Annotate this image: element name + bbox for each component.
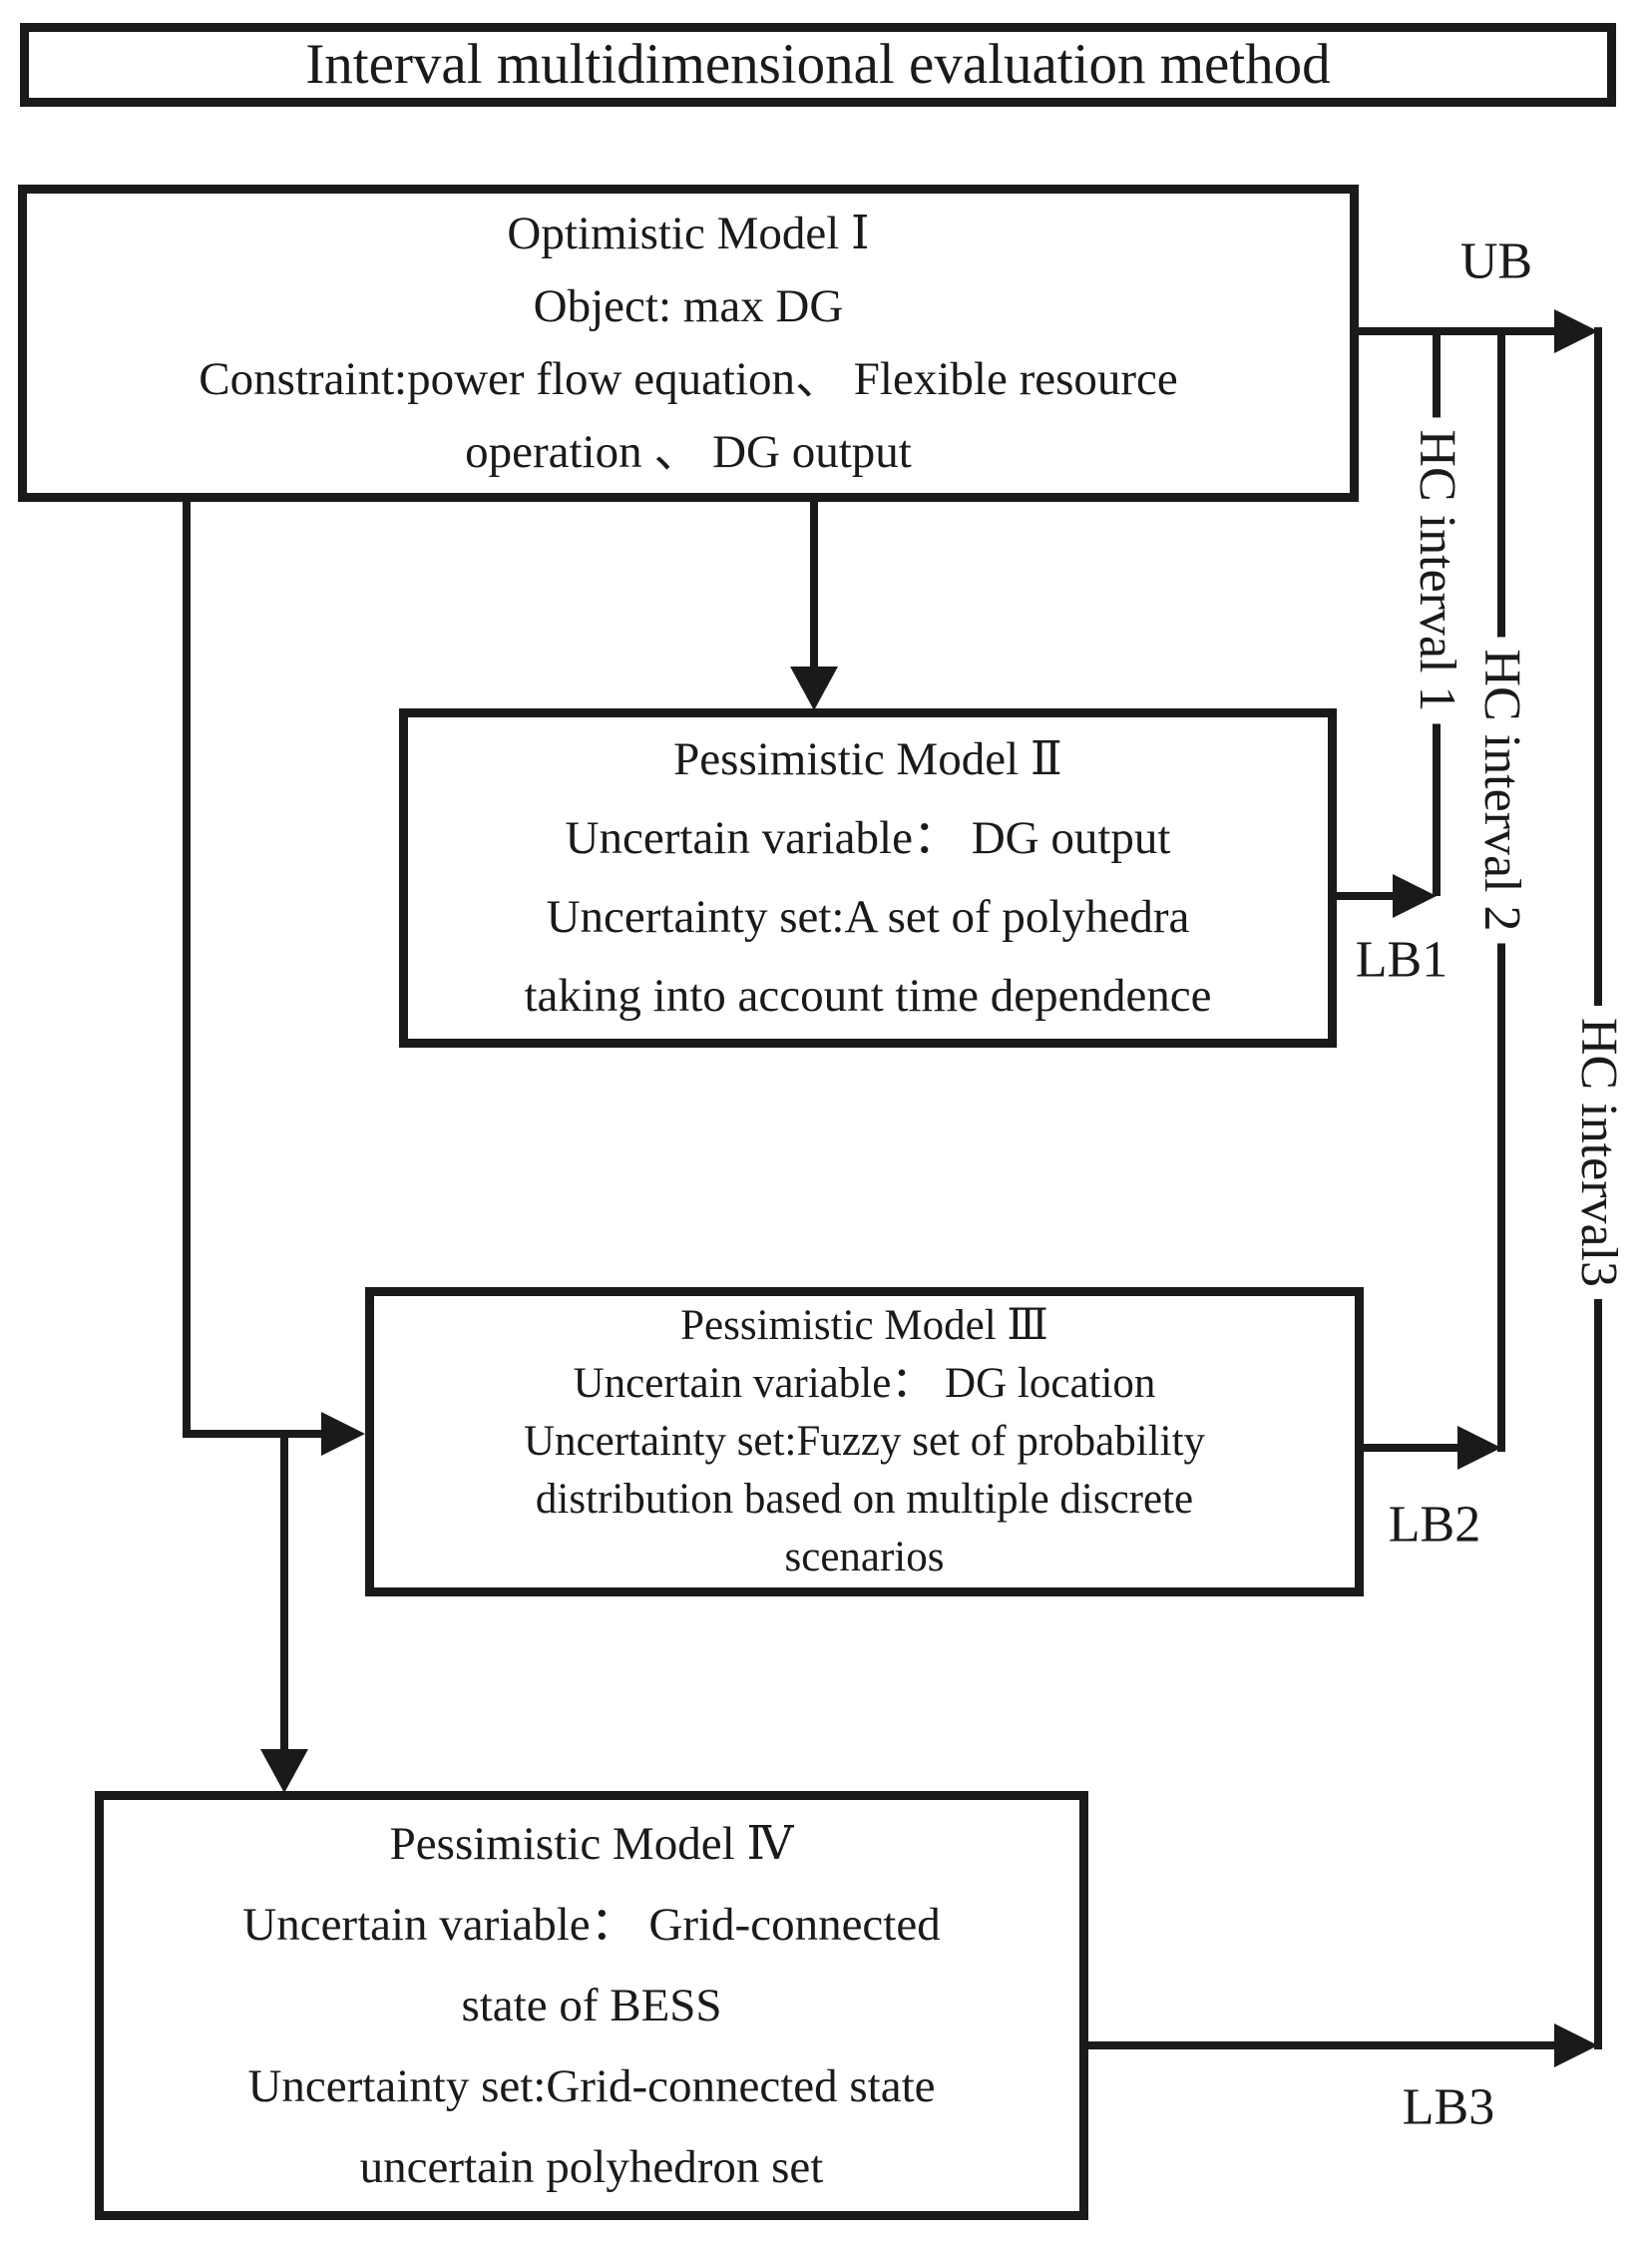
ub-arrow-line [1359,327,1556,335]
box1-line-1: Optimistic Model Ⅰ [507,208,870,259]
lb1-arrow-line [1337,892,1393,900]
box4-line-2: Uncertain variable： Grid-connected [242,1898,941,1951]
lb3-label: LB3 [1402,2078,1495,2136]
ub-label: UB [1459,232,1533,290]
lb1-label: LB1 [1355,931,1448,989]
box3-line-3: Uncertainty set:Fuzzy set of probability [523,1418,1206,1465]
lb2-label: LB2 [1388,1496,1481,1554]
hc-interval-3-label: HC interval3 [1570,1005,1627,1300]
arrow-right-icon [1554,2023,1598,2067]
box2-line-2: Uncertain variable： DG output [565,812,1171,864]
connector-left-drop-line [183,502,191,1438]
box1-line-3: Constraint:power flow equation、 Flexible… [199,353,1178,405]
title-box: Interval multidimensional evaluation met… [20,23,1616,107]
pessimistic-model-2-box: Pessimistic Model Ⅱ Uncertain variable： … [399,708,1337,1048]
box3-line-4: distribution based on multiple discrete [535,1476,1194,1523]
optimistic-model-1-box: Optimistic Model Ⅰ Object: max DG Constr… [18,185,1359,502]
arrow-right-icon [321,1412,365,1456]
box2-line-1: Pessimistic Model Ⅱ [673,733,1062,785]
lb2-arrow-line [1364,1444,1457,1452]
connector-box1-box2-line [810,502,818,671]
box4-line-4: Uncertainty set:Grid-connected state [247,2059,936,2112]
box3-line-5: scenarios [784,1534,945,1580]
box4-line-1: Pessimistic Model Ⅳ [389,1817,794,1870]
lb3-arrow-line [1088,2041,1554,2049]
pessimistic-model-4-box: Pessimistic Model Ⅳ Uncertain variable： … [95,1791,1088,2220]
box4-line-5: uncertain polyhedron set [359,2140,824,2193]
box3-line-2: Uncertain variable： DG location [573,1360,1156,1407]
arrow-down-icon [260,1749,308,1793]
box2-line-3: Uncertainty set:A set of polyhedra [546,891,1190,943]
arrow-right-icon [1554,309,1598,353]
hc-interval-1-label: HC interval 1 [1409,417,1465,724]
box1-line-2: Object: max DG [533,280,844,332]
connector-branch-to-box3-line [183,1430,321,1438]
pessimistic-model-3-box: Pessimistic Model Ⅲ Uncertain variable： … [365,1287,1364,1596]
box3-line-1: Pessimistic Model Ⅲ [680,1302,1048,1349]
hc-interval-2-label: HC interval 2 [1473,637,1530,944]
arrow-right-icon [1393,874,1437,918]
connector-branch-to-box4-line [280,1430,288,1749]
arrow-down-icon [790,667,838,710]
diagram-title: Interval multidimensional evaluation met… [305,33,1331,96]
box1-line-4: operation 、 DG output [465,426,912,478]
arrow-right-icon [1457,1426,1501,1470]
box4-line-3: state of BESS [461,1979,722,2031]
box2-line-4: taking into account time dependence [524,970,1212,1022]
